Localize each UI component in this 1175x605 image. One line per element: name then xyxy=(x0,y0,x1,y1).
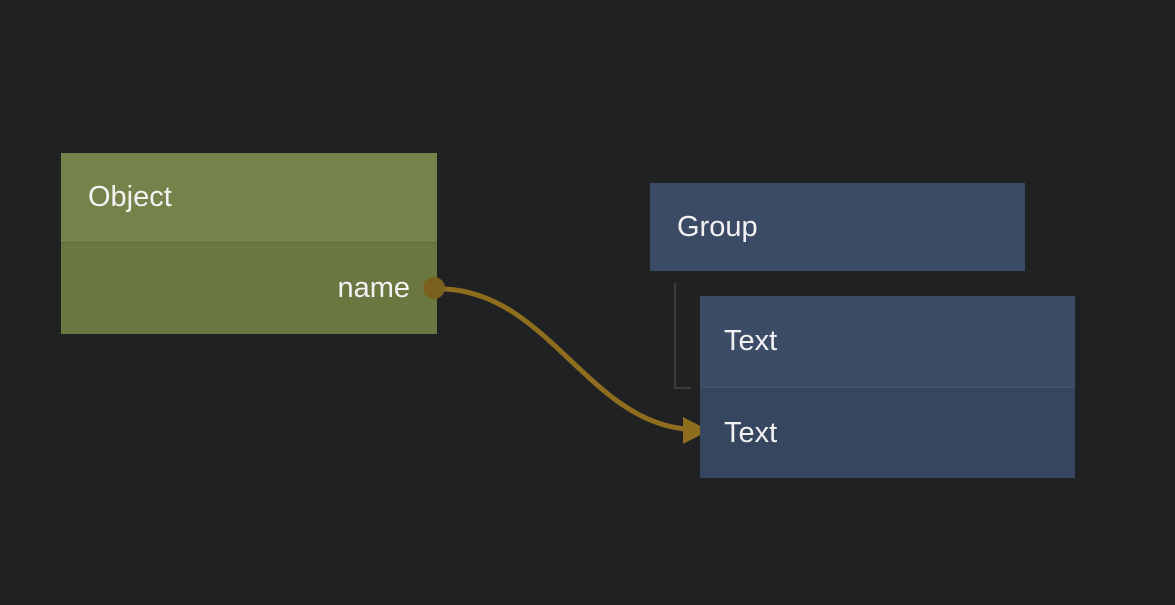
text-row[interactable]: Text xyxy=(700,387,1075,478)
node-object[interactable]: Object name xyxy=(61,153,437,334)
node-text-list[interactable]: Text Text xyxy=(700,296,1075,478)
group-child-connector xyxy=(674,283,691,389)
node-object-title: Object xyxy=(88,181,172,213)
node-object-field-label: name xyxy=(337,272,410,304)
node-group-title: Group xyxy=(677,210,758,243)
node-group[interactable]: Group xyxy=(650,183,1025,271)
node-object-header[interactable]: Object xyxy=(61,153,437,242)
connection-edge[interactable] xyxy=(442,286,689,432)
node-object-field-row[interactable]: name xyxy=(61,242,437,334)
text-row-label: Text xyxy=(724,416,778,449)
text-row[interactable]: Text xyxy=(700,296,1075,387)
output-port-dot[interactable] xyxy=(423,277,445,299)
text-row-label: Text xyxy=(724,325,778,357)
